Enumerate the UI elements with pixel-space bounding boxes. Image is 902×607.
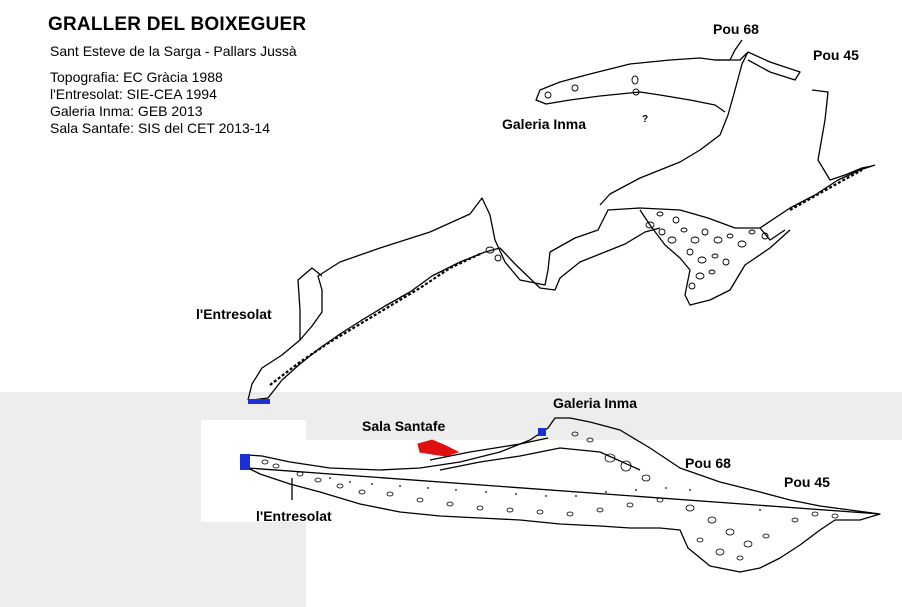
profile-rubble [261,431,839,561]
profile-label-pou45: Pou 45 [784,474,830,490]
credit-line: Galeria Inma: GEB 2013 [50,103,203,119]
credit-line: l'Entresolat: SIE-CEA 1994 [50,86,217,102]
plan-entresolat-arm [297,267,323,340]
survey-credits: Topografia: EC Gràcia 1988 l'Entresolat:… [50,69,270,137]
profile-galeria-inma-marker [538,428,546,436]
credit-line: Sala Santafe: SIS del CET 2013-14 [50,120,270,136]
plan-rubble [485,75,769,290]
credit-line: Topografia: EC Gràcia 1988 [50,69,223,85]
plan-label-pou68: Pou 68 [713,21,759,37]
profile-label-galeria-inma: Galeria Inma [553,395,638,411]
plan-pou45-passage [747,51,873,181]
profile-outline [247,417,881,573]
profile-label-sala-santafe: Sala Santafe [362,418,446,434]
profile-entresolat-marker [240,454,250,470]
plan-main-diagonal [247,164,876,401]
plan-southern-chamber [639,209,791,306]
plan-label-galeria-inma: Galeria Inma [502,116,587,132]
map-subtitle: Sant Esteve de la Sarga - Pallars Jussà [50,43,297,59]
plan-label-entresolat: l'Entresolat [196,306,272,322]
profile-label-pou68: Pou 68 [685,455,731,471]
sala-santafe-area [417,439,460,457]
profile-label-entresolat: l'Entresolat [256,508,332,524]
plan-wall-hatching [269,169,863,386]
map-title: GRALLER DEL BOIXEGUER [48,14,307,35]
profile-white-field [306,440,902,607]
profile-dots [329,477,761,511]
plan-pou68-loop [715,39,743,61]
plan-main-diagonal-south [251,227,661,401]
plan-upper-gallery [535,51,749,206]
plan-view [247,39,876,401]
plan-label-pou45: Pou 45 [813,47,859,63]
plan-label-question: ? [642,114,649,125]
plan-entresolat-marker [248,399,270,404]
